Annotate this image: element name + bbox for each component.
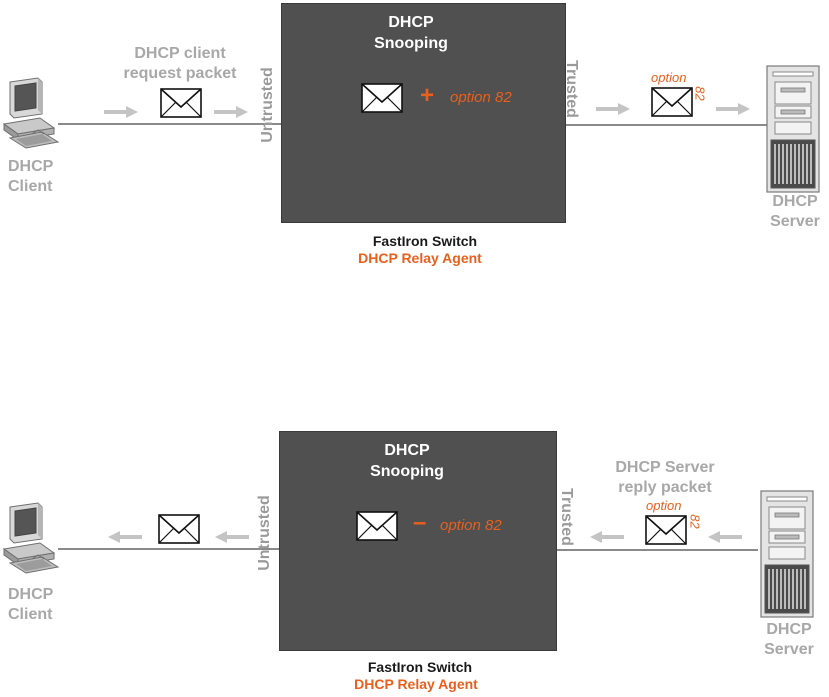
server-icon bbox=[760, 490, 814, 618]
top-switch-title-line2: Snooping bbox=[374, 35, 448, 52]
top-client-line1: DHCP bbox=[8, 158, 54, 175]
arrow-left-icon bbox=[706, 529, 744, 545]
top-relay-agent: DHCP Relay Agent bbox=[358, 250, 482, 266]
bottom-server-line1: DHCP bbox=[766, 621, 812, 638]
envelope-icon bbox=[158, 514, 200, 544]
top-server-line2: Server bbox=[770, 213, 820, 230]
bottom-client-line1: DHCP bbox=[8, 586, 54, 603]
arrow-right-icon bbox=[212, 104, 250, 120]
minus-operator: – bbox=[413, 509, 427, 536]
top-switch-title: DHCP Snooping bbox=[281, 12, 541, 54]
arrow-left-icon bbox=[588, 529, 626, 545]
top-client-link bbox=[58, 123, 282, 125]
arrow-left-icon bbox=[213, 529, 251, 545]
arrow-right-icon bbox=[594, 101, 632, 117]
arrow-right-icon bbox=[102, 104, 140, 120]
bottom-client-link bbox=[58, 548, 280, 550]
bottom-switch-box bbox=[279, 431, 557, 651]
top-switch-title-line1: DHCP bbox=[388, 14, 434, 31]
top-switch-box bbox=[281, 3, 566, 223]
bottom-option-82-text: option 82 bbox=[440, 517, 502, 534]
bottom-relay-agent: DHCP Relay Agent bbox=[354, 676, 478, 692]
envelope-icon bbox=[645, 515, 687, 545]
bottom-switch-name: FastIron Switch bbox=[367, 659, 473, 675]
top-server-line1: DHCP bbox=[772, 193, 818, 210]
arrow-right-icon bbox=[714, 101, 752, 117]
top-request-label: DHCP client request packet bbox=[110, 44, 250, 84]
top-envelope-option: option bbox=[651, 70, 687, 85]
computer-icon bbox=[3, 77, 59, 149]
bottom-switch-title: DHCP Snooping bbox=[279, 440, 535, 482]
server-icon bbox=[766, 65, 820, 193]
bottom-untrusted-label: Untrusted bbox=[256, 495, 273, 571]
envelope-icon bbox=[160, 88, 202, 118]
bottom-envelope-option: option bbox=[646, 498, 682, 513]
bottom-client-line2: Client bbox=[8, 606, 53, 623]
top-option-82-text: option 82 bbox=[450, 89, 512, 106]
bottom-trusted-label: Trusted bbox=[558, 488, 575, 546]
bottom-reply-label: DHCP Server reply packet bbox=[595, 458, 735, 498]
top-server-label: DHCP Server bbox=[762, 192, 828, 232]
envelope-icon bbox=[356, 511, 398, 541]
envelope-icon bbox=[651, 87, 693, 117]
top-switch-name: FastIron Switch bbox=[372, 233, 478, 249]
top-untrusted-label: Untrusted bbox=[259, 67, 276, 143]
bottom-switch-title-line2: Snooping bbox=[370, 463, 444, 480]
bottom-switch-title-line1: DHCP bbox=[384, 442, 430, 459]
bottom-server-line2: Server bbox=[764, 641, 814, 658]
bottom-reply-line2: reply packet bbox=[618, 479, 712, 496]
bottom-server-link bbox=[556, 549, 758, 551]
top-trusted-label: Trusted bbox=[563, 60, 580, 118]
bottom-reply-line1: DHCP Server bbox=[615, 459, 715, 476]
arrow-left-icon bbox=[106, 529, 144, 545]
top-request-line1: DHCP client bbox=[134, 45, 226, 62]
bottom-envelope-82: 82 bbox=[687, 514, 703, 529]
computer-icon bbox=[3, 502, 59, 574]
envelope-icon bbox=[361, 83, 403, 113]
bottom-server-label: DHCP Server bbox=[756, 620, 822, 660]
plus-operator: + bbox=[420, 82, 435, 109]
top-request-line2: request packet bbox=[123, 65, 237, 82]
top-client-label: DHCP Client bbox=[8, 157, 58, 197]
top-envelope-82: 82 bbox=[692, 86, 708, 101]
bottom-client-label: DHCP Client bbox=[8, 585, 58, 625]
top-server-link bbox=[562, 124, 770, 126]
top-client-line2: Client bbox=[8, 178, 53, 195]
